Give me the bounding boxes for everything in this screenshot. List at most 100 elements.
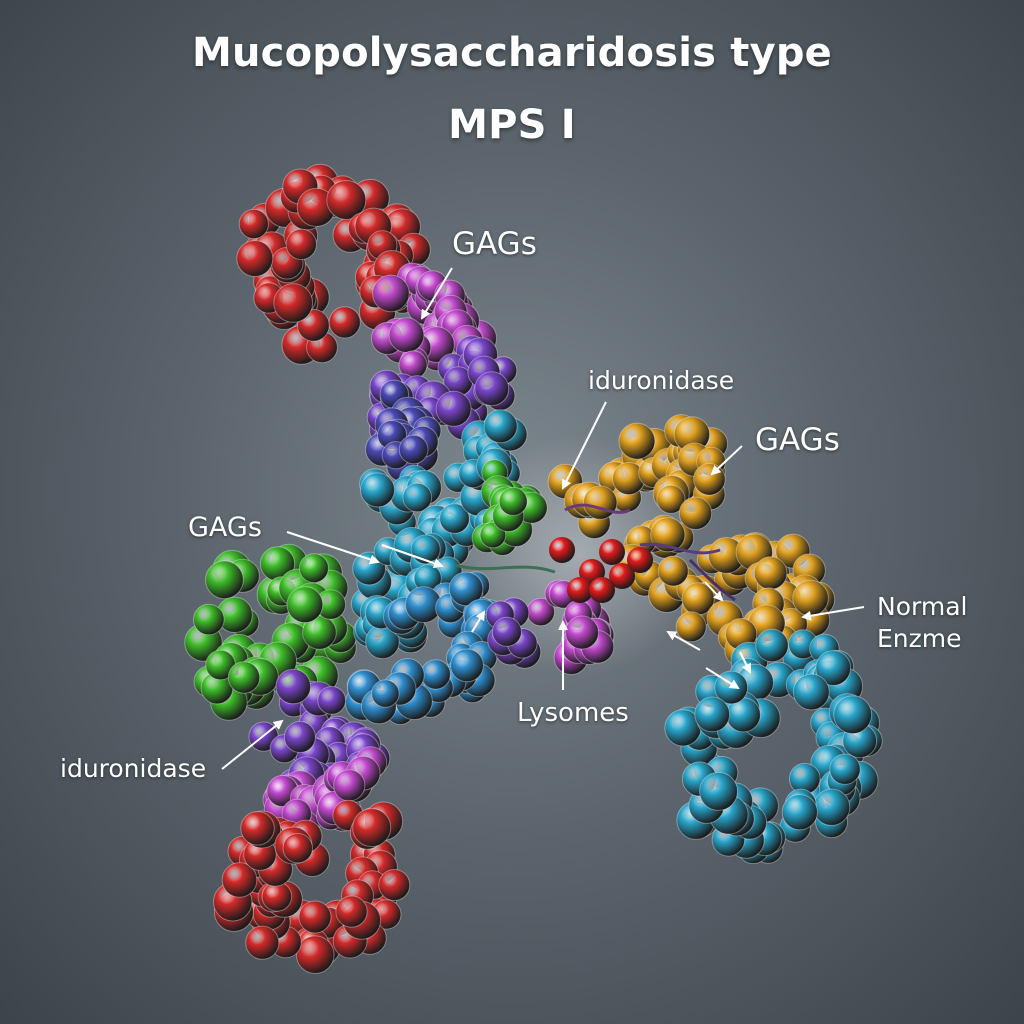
arrow-inner-3 xyxy=(704,581,724,602)
arrow-inner-1 xyxy=(666,631,701,651)
bead xyxy=(650,517,686,553)
bead xyxy=(693,463,726,496)
arrow-normal-enzyme xyxy=(801,606,865,621)
core-red-beads xyxy=(549,537,653,603)
bead xyxy=(298,900,332,934)
bead xyxy=(302,615,337,650)
core-bead xyxy=(627,547,653,573)
core-bead xyxy=(599,539,625,565)
label-normal-enzyme-line1: Normal xyxy=(877,592,968,621)
arrow-inner-5 xyxy=(471,610,486,633)
bead xyxy=(448,571,484,607)
bead xyxy=(792,579,829,617)
fiber xyxy=(639,542,721,555)
bead xyxy=(815,650,852,686)
bead xyxy=(694,696,731,733)
bead xyxy=(193,603,225,636)
bead xyxy=(227,661,261,694)
bead xyxy=(699,771,738,811)
bead xyxy=(371,679,400,708)
bead xyxy=(328,306,361,339)
label-gags-top: GAGs xyxy=(452,226,537,262)
title-line1: Mucopolysaccharidosis type xyxy=(191,30,833,76)
bead xyxy=(657,555,689,587)
bead xyxy=(326,180,367,220)
bead xyxy=(678,496,713,530)
fiber xyxy=(564,503,631,514)
bead xyxy=(565,615,599,650)
bead xyxy=(245,925,280,960)
bead xyxy=(240,811,275,846)
bead xyxy=(205,560,244,600)
bead xyxy=(583,485,618,520)
arrow-gags-top xyxy=(420,267,453,320)
bead xyxy=(275,668,312,705)
bead xyxy=(829,753,861,785)
bead xyxy=(317,686,347,715)
cluster-magenta-lower xyxy=(262,746,388,839)
bead xyxy=(238,208,269,240)
bead xyxy=(483,409,518,444)
label-normal-enzyme-line2: Enzme xyxy=(877,624,962,653)
label-iduronidase-bottom: iduronidase xyxy=(60,754,207,783)
bead xyxy=(491,616,522,647)
label-arrows xyxy=(221,267,865,770)
bead xyxy=(498,486,528,516)
bead xyxy=(273,283,314,323)
bead xyxy=(298,553,329,584)
label-lysosomes: Lysomes xyxy=(517,698,629,728)
bead xyxy=(474,371,510,407)
bead xyxy=(439,503,470,534)
bead xyxy=(812,788,851,826)
bead xyxy=(402,482,433,513)
bead xyxy=(283,721,316,753)
bead xyxy=(420,659,451,690)
bead xyxy=(333,769,366,802)
cluster-blue-right xyxy=(664,628,883,865)
bead xyxy=(286,586,324,624)
arrow-gags-left xyxy=(286,531,380,565)
cluster-blue-center xyxy=(344,571,508,726)
bead xyxy=(335,895,368,928)
bead xyxy=(410,534,441,565)
bead xyxy=(618,422,656,460)
bead xyxy=(656,484,686,514)
arrow-inner-2 xyxy=(705,667,740,690)
bead xyxy=(781,794,818,831)
bead xyxy=(398,434,429,465)
arrow-inner-4 xyxy=(739,651,751,674)
label-iduronidase-top: iduronidase xyxy=(588,366,735,395)
bead xyxy=(360,472,395,508)
core-bead xyxy=(589,577,615,603)
bead xyxy=(388,317,425,354)
bead xyxy=(295,935,335,975)
bead xyxy=(372,274,410,313)
bead xyxy=(753,556,788,590)
cluster-red-bottom xyxy=(213,799,411,975)
arrow-gags-left-2 xyxy=(381,544,444,569)
fiber xyxy=(454,563,556,574)
arrow-iduronidase-top xyxy=(562,401,607,490)
label-gags-left: GAGs xyxy=(188,512,262,543)
cluster-green-center xyxy=(471,459,548,556)
bead xyxy=(435,390,472,427)
bead xyxy=(675,611,707,643)
bead xyxy=(755,628,789,663)
cluster-gold-upper xyxy=(547,414,728,561)
bead xyxy=(450,648,484,683)
bead xyxy=(378,869,411,901)
cluster-cyan-left xyxy=(350,526,463,660)
bead xyxy=(792,673,830,711)
bead xyxy=(236,240,274,277)
core-bead xyxy=(549,537,575,563)
cluster-purple-center xyxy=(485,597,542,669)
bead xyxy=(833,695,873,735)
bead xyxy=(282,833,313,864)
cluster-magenta-top xyxy=(370,262,497,380)
bead xyxy=(221,862,258,898)
arrow-iduronidase-bottom xyxy=(221,719,284,770)
title-line2: MPS I xyxy=(448,102,576,148)
bead xyxy=(285,228,317,261)
core-bead xyxy=(609,563,635,589)
